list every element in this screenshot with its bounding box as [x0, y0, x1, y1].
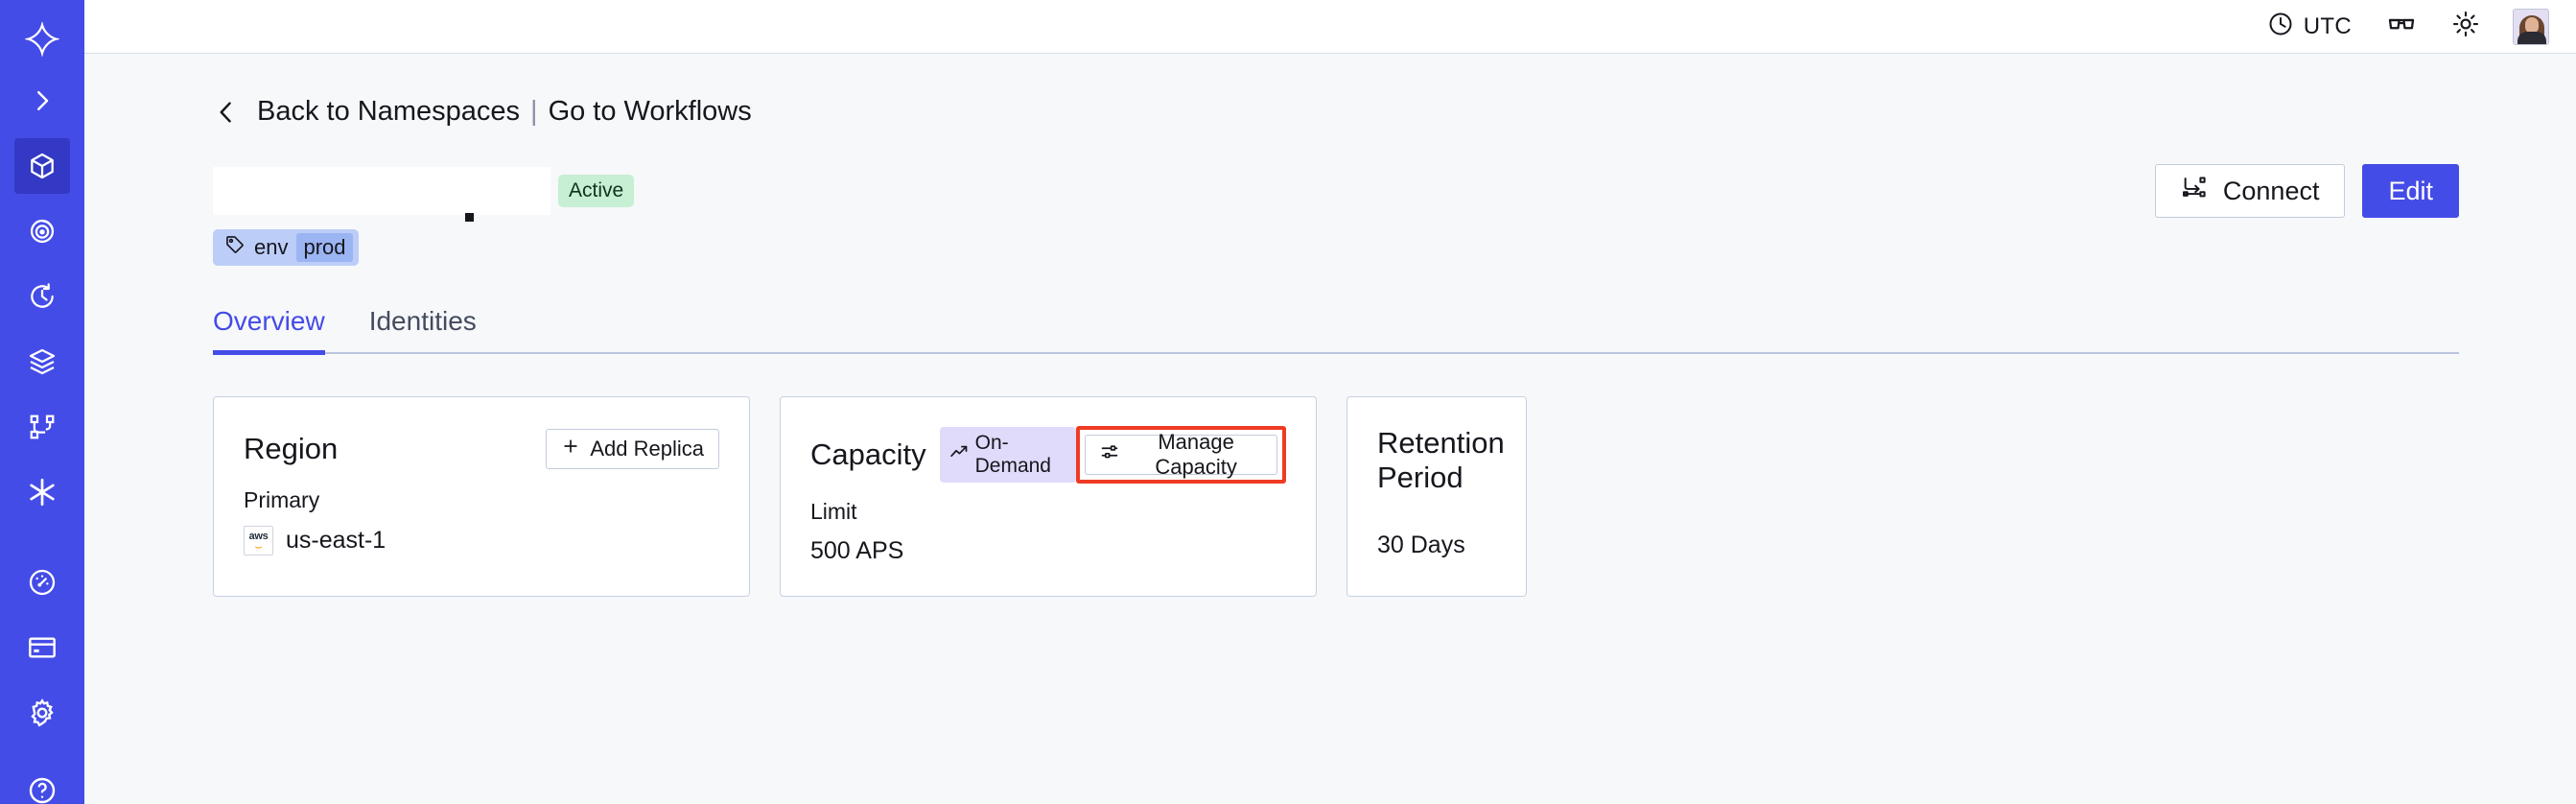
sidebar [0, 0, 84, 804]
sidebar-item-namespaces[interactable] [14, 138, 70, 194]
timezone-label: UTC [2303, 12, 2352, 39]
sliders-icon [1100, 442, 1119, 467]
chevron-right-icon [28, 86, 57, 115]
temporal-logo-icon [25, 22, 59, 57]
cube-icon [27, 151, 58, 181]
manage-capacity-highlight: Manage Capacity [1076, 426, 1286, 484]
tag-row: env prod [213, 229, 2459, 266]
aws-icon-text: aws [248, 531, 269, 542]
card-capacity: Capacity On-Demand [780, 396, 1317, 597]
clock-arrow-icon [27, 281, 58, 312]
header-actions: Connect Edit [2154, 164, 2459, 218]
sidebar-item-observability[interactable] [14, 203, 70, 259]
sun-icon [2451, 10, 2480, 43]
sidebar-item-settings[interactable] [14, 685, 70, 741]
add-replica-label: Add Replica [590, 437, 704, 461]
asterisk-icon [26, 476, 59, 508]
connect-button[interactable]: Connect [2154, 164, 2346, 218]
status-badge: Active [558, 175, 635, 207]
card-region-value-row: aws ⌣ us-east-1 [244, 526, 719, 556]
breadcrumb-back-link[interactable]: Back to Namespaces [257, 96, 521, 127]
add-replica-button[interactable]: Add Replica [546, 429, 719, 469]
card-region-action: Add Replica [546, 429, 719, 469]
avatar-face [2525, 16, 2539, 34]
gear-icon [27, 698, 58, 728]
sidebar-bottom-group [14, 555, 70, 750]
manage-capacity-label: Manage Capacity [1155, 430, 1237, 479]
main-region: UTC [84, 0, 2576, 804]
credit-card-icon [27, 632, 58, 663]
card-capacity-value: 500 APS [810, 537, 904, 564]
breadcrumb-divider: | [530, 96, 538, 127]
card-region-value: us-east-1 [286, 527, 386, 554]
card-region: Region Add Replica [213, 396, 750, 597]
sidebar-item-expand[interactable] [14, 73, 70, 129]
sidebar-item-billing[interactable] [14, 620, 70, 675]
glasses-icon [2386, 9, 2417, 44]
card-capacity-sublabel: Limit [810, 499, 857, 524]
chevron-left-icon[interactable] [213, 99, 240, 126]
card-retention: Retention Period 30 Days [1347, 396, 1527, 597]
avatar-body [2517, 31, 2546, 44]
gauge-icon [27, 567, 58, 598]
trending-up-icon [949, 442, 969, 467]
aws-icon: aws ⌣ [244, 526, 273, 556]
card-region-title: Region [244, 432, 339, 465]
breadcrumb: Back to Namespaces | Go to Workflows [213, 96, 2459, 128]
manage-capacity-button[interactable]: Manage Capacity [1085, 430, 1277, 479]
sidebar-item-nexus[interactable] [14, 399, 70, 455]
namespace-tag[interactable]: env prod [213, 229, 359, 266]
connect-button-label: Connect [2222, 176, 2320, 205]
capacity-mode-label: On-Demand [974, 432, 1051, 477]
sidebar-item-logo[interactable] [14, 12, 70, 67]
tab-overview[interactable]: Overview [213, 306, 325, 355]
connect-nodes-icon [2181, 175, 2208, 208]
card-capacity-head: Capacity On-Demand [810, 426, 1286, 484]
sidebar-top-group [14, 0, 70, 530]
sidebar-item-help[interactable] [14, 775, 70, 804]
clock-icon [2267, 11, 2294, 42]
overview-cards: Region Add Replica [213, 396, 2459, 597]
timezone-selector[interactable]: UTC [2267, 11, 2352, 42]
card-capacity-title: Capacity [810, 437, 926, 471]
card-retention-title: Retention Period [1377, 426, 1505, 494]
layers-icon [27, 346, 58, 377]
tab-bar: Overview Identities [213, 306, 2459, 355]
edit-button[interactable]: Edit [2362, 164, 2459, 218]
title-redaction-mark [465, 213, 474, 222]
capacity-mode-badge: On-Demand [939, 427, 1077, 483]
tab-identities[interactable]: Identities [368, 306, 477, 336]
avatar[interactable] [2513, 8, 2549, 45]
card-retention-head: Retention Period [1377, 426, 1505, 495]
card-capacity-action: Manage Capacity [1076, 426, 1286, 484]
eye-spiral-icon [27, 216, 58, 247]
card-retention-value: 30 Days [1377, 532, 1465, 558]
tag-key: env [254, 235, 289, 259]
aws-icon-swoosh: ⌣ [254, 539, 263, 554]
namespace-header-row: Active [213, 164, 2459, 222]
sidebar-item-schedules[interactable] [14, 269, 70, 324]
sidebar-item-worker[interactable] [14, 464, 70, 520]
card-region-head: Region Add Replica [244, 426, 719, 472]
card-region-sublabel: Primary [244, 487, 320, 512]
tag-icon [224, 234, 246, 261]
theme-toggle-button[interactable] [2451, 10, 2480, 43]
sidebar-item-usage[interactable] [14, 555, 70, 610]
plus-icon [561, 437, 580, 461]
content-area: Back to Namespaces | Go to Workflows Act… [84, 54, 2576, 804]
node-graph-icon [28, 413, 57, 441]
content-inner: Back to Namespaces | Go to Workflows Act… [84, 96, 2576, 597]
sidebar-item-batch[interactable] [14, 334, 70, 390]
page-title [213, 167, 550, 215]
tag-value: prod [296, 233, 353, 262]
help-circle-icon [27, 775, 58, 804]
top-bar: UTC [84, 0, 2576, 54]
breadcrumb-workflows-link[interactable]: Go to Workflows [548, 96, 752, 127]
reading-mode-button[interactable] [2386, 9, 2417, 44]
